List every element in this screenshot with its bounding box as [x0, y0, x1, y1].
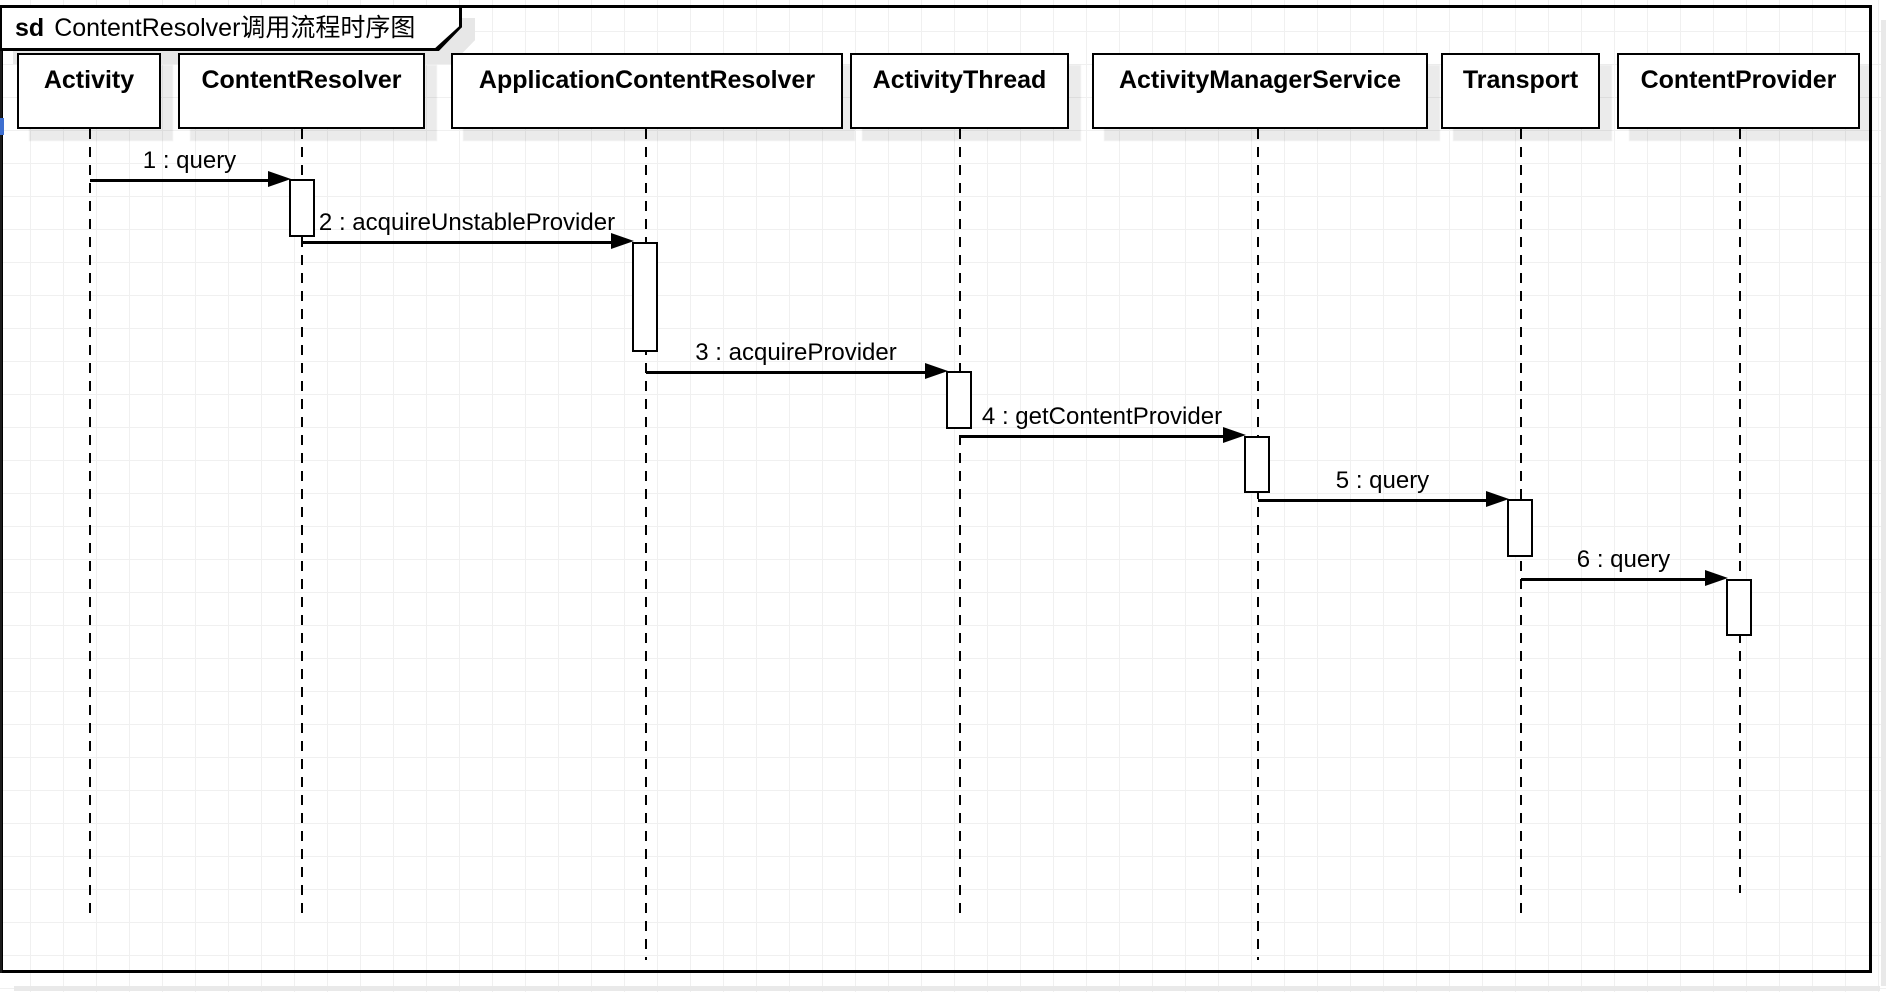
activation-transport: [1507, 499, 1533, 557]
participant-label: ActivityThread: [872, 66, 1047, 94]
lifeline-activity-manager-service: [1257, 129, 1259, 960]
lifeline-content-resolver: [301, 129, 303, 915]
lifeline-activity: [89, 129, 91, 915]
arrowhead-icon: [925, 362, 948, 379]
message-label: 2 : acquireUnstableProvider: [318, 209, 616, 236]
participant-label: ApplicationContentResolver: [478, 66, 816, 94]
participant-transport: Transport: [1441, 53, 1600, 129]
lifeline-activity-thread: [959, 129, 961, 915]
message-line: [646, 371, 934, 374]
arrowhead-icon: [268, 170, 291, 187]
participant-content-resolver: ContentResolver: [178, 53, 425, 129]
arrowhead-icon: [1223, 426, 1246, 443]
message-label: 3 : acquireProvider: [695, 339, 897, 366]
left-edge-line: [0, 49, 2, 973]
lifeline-application-content-resolver: [645, 129, 647, 960]
frame-title: sd ContentResolver调用流程时序图: [2, 8, 459, 48]
frame-shadow: [14, 986, 1880, 991]
activation-application-content-resolver: [632, 242, 658, 352]
message-line: [1258, 499, 1495, 502]
activation-content-resolver: [289, 179, 315, 237]
participant-activity-manager-service: ActivityManagerService: [1092, 53, 1428, 129]
participant-activity: Activity: [17, 53, 161, 129]
left-edge-artifact: [0, 118, 4, 135]
participant-content-provider: ContentProvider: [1617, 53, 1860, 129]
participant-label: ActivityManagerService: [1118, 66, 1402, 94]
participant-label: Transport: [1462, 66, 1579, 94]
message-label: 5 : query: [1335, 467, 1430, 494]
arrowhead-icon: [611, 232, 634, 249]
participant-label: ContentProvider: [1640, 66, 1837, 94]
frame-title-tab: sd ContentResolver调用流程时序图: [0, 5, 462, 51]
frame-title-text: ContentResolver调用流程时序图: [54, 14, 416, 42]
message-line: [90, 179, 277, 182]
activation-activity-manager-service: [1244, 436, 1270, 493]
arrowhead-icon: [1486, 490, 1509, 507]
message-label: 4 : getContentProvider: [981, 403, 1223, 430]
message-label: 6 : query: [1576, 546, 1671, 573]
message-label: 1 : query: [142, 147, 237, 174]
participant-activity-thread: ActivityThread: [850, 53, 1069, 129]
activation-activity-thread: [946, 371, 972, 429]
arrowhead-icon: [1705, 569, 1728, 586]
activation-content-provider: [1726, 579, 1752, 636]
participant-application-content-resolver: ApplicationContentResolver: [451, 53, 843, 129]
message-line: [302, 241, 620, 244]
frame-keyword: sd: [15, 14, 45, 42]
participant-label: ContentResolver: [201, 66, 402, 94]
frame-shadow: [1881, 20, 1886, 986]
message-line: [960, 435, 1232, 438]
lifeline-content-provider: [1739, 129, 1741, 893]
participant-label: Activity: [43, 66, 135, 94]
message-line: [1521, 578, 1714, 581]
